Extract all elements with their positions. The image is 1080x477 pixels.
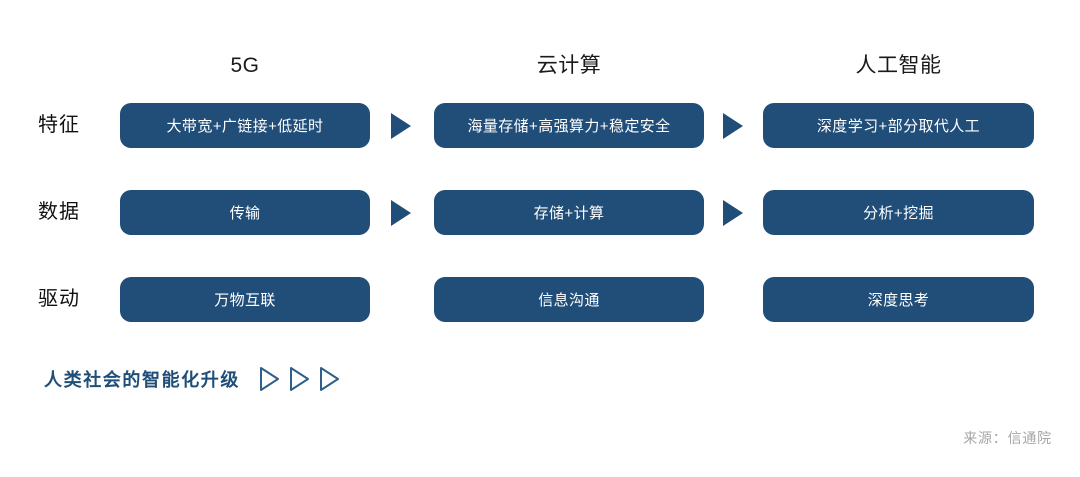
- row-label-data: 数据: [38, 201, 80, 223]
- triangle-outline-icon: [320, 367, 339, 391]
- cell-drive-ai: 深度思考: [763, 277, 1034, 322]
- triangle-outline-icon: [260, 367, 279, 391]
- column-header-cloud-computing: 云计算: [536, 54, 602, 77]
- summary-caption-label: 人类社会的智能化升级: [44, 370, 240, 390]
- arrow-right-icon: [391, 200, 411, 226]
- triangle-outline-icon: [290, 367, 309, 391]
- cell-drive-cloud: 信息沟通: [434, 277, 704, 322]
- arrow-right-icon: [723, 113, 743, 139]
- row-label-drive: 驱动: [38, 288, 80, 310]
- cell-features-5g: 大带宽+广链接+低延时: [120, 103, 370, 148]
- cell-features-ai: 深度学习+部分取代人工: [763, 103, 1034, 148]
- cell-features-cloud: 海量存储+高强算力+稳定安全: [434, 103, 704, 148]
- column-header-5g: 5G: [230, 54, 260, 77]
- cell-data-5g: 传输: [120, 190, 370, 235]
- column-header-artificial-intelligence: 人工智能: [855, 54, 942, 77]
- arrow-right-icon: [723, 200, 743, 226]
- arrow-right-icon: [391, 113, 411, 139]
- summary-caption: 人类社会的智能化升级: [44, 363, 341, 395]
- cell-drive-5g: 万物互联: [120, 277, 370, 322]
- cell-data-cloud: 存储+计算: [434, 190, 704, 235]
- source-attribution: 来源：信通院: [963, 430, 1052, 446]
- cell-data-ai: 分析+挖掘: [763, 190, 1034, 235]
- row-label-features: 特征: [38, 114, 80, 136]
- summary-caption-icons: [257, 366, 341, 392]
